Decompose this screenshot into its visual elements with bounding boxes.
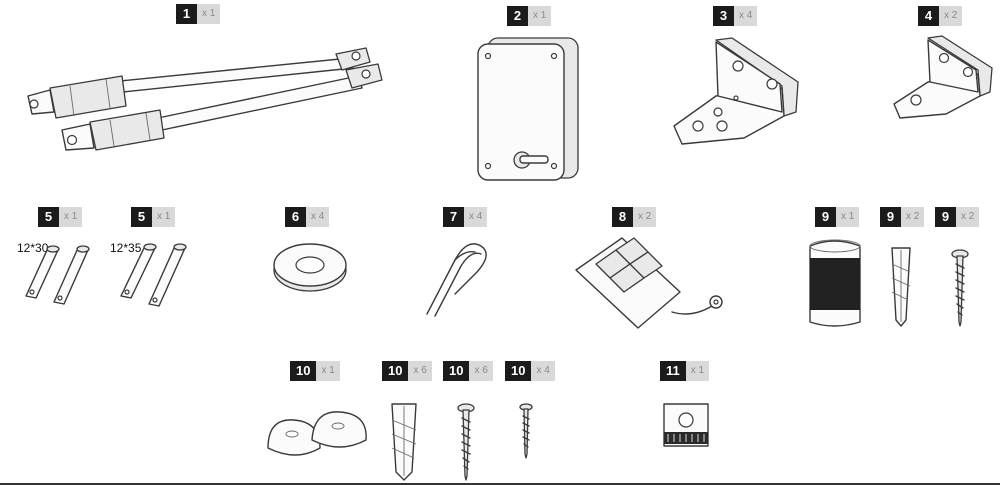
part-quantity: x 2 [956,207,980,227]
remote-control-illustration [575,237,723,329]
part-number: 11 [660,361,686,381]
part-number: 10 [443,361,470,381]
part-quantity: x 6 [469,361,493,381]
part-number: 1 [176,4,197,24]
part-quantity: x 4 [464,207,488,227]
part-10c-tag: 10 x 6 [443,361,493,381]
part-quantity: x 1 [197,4,221,24]
part-quantity: x 2 [633,207,657,227]
washer-illustration [273,243,347,292]
bottom-divider [0,483,1000,485]
part-5b-tag: 5 x 1 [131,207,176,227]
part-3-tag: 3 x 4 [713,6,758,26]
receiver-module-illustration [663,403,709,447]
part-5a-tag: 5 x 1 [38,207,83,227]
part-number: 6 [285,207,306,227]
part-6-tag: 6 x 4 [285,207,330,227]
part-10a-tag: 10 x 1 [290,361,340,381]
pins-12x30-illustration [25,245,90,305]
part-number: 5 [38,207,59,227]
part-1-tag: 1 x 1 [176,4,221,24]
small-screw-illustration [519,403,533,459]
part-quantity: x 2 [939,6,963,26]
part-number: 7 [443,207,464,227]
part-quantity: x 6 [408,361,432,381]
screw-illustration [951,249,969,327]
pins-12x35-illustration [120,243,187,307]
part-number: 10 [290,361,317,381]
screw-illustration [457,403,475,481]
small-bracket-illustration [893,35,993,119]
stoppers-illustration [267,411,367,456]
part-number: 4 [918,6,939,26]
part-8-tag: 8 x 2 [612,207,657,227]
warning-lamp-illustration [809,239,861,327]
part-quantity: x 1 [528,6,552,26]
part-number: 2 [507,6,528,26]
part-quantity: x 1 [59,207,83,227]
part-11-tag: 11 x 1 [660,361,710,381]
part-number: 5 [131,207,152,227]
part-quantity: x 4 [734,6,758,26]
pin-dimension-label: 12*30 [17,241,49,255]
part-9c-tag: 9 x 2 [935,207,980,227]
part-number: 8 [612,207,633,227]
part-number: 9 [935,207,956,227]
pin-dimension-label: 12*35 [110,241,142,255]
wall-plug-illustration [891,247,911,327]
part-quantity: x 1 [316,361,340,381]
part-2-tag: 2 x 1 [507,6,552,26]
part-number: 9 [815,207,836,227]
part-9a-tag: 9 x 1 [815,207,860,227]
part-quantity: x 1 [152,207,176,227]
part-quantity: x 4 [531,361,555,381]
part-9b-tag: 9 x 2 [880,207,925,227]
part-number: 10 [505,361,532,381]
actuator-arms-illustration [27,47,383,151]
part-number: 10 [382,361,409,381]
part-number: 9 [880,207,901,227]
part-quantity: x 4 [306,207,330,227]
part-number: 3 [713,6,734,26]
large-bracket-illustration [673,37,799,145]
control-box-illustration [477,37,579,181]
part-10b-tag: 10 x 6 [382,361,432,381]
part-quantity: x 2 [901,207,925,227]
part-10d-tag: 10 x 4 [505,361,555,381]
part-quantity: x 1 [836,207,860,227]
part-4-tag: 4 x 2 [918,6,963,26]
part-quantity: x 1 [685,361,710,381]
hairpin-clip-illustration [426,243,487,317]
wall-plug-illustration [391,403,417,481]
part-7-tag: 7 x 4 [443,207,488,227]
